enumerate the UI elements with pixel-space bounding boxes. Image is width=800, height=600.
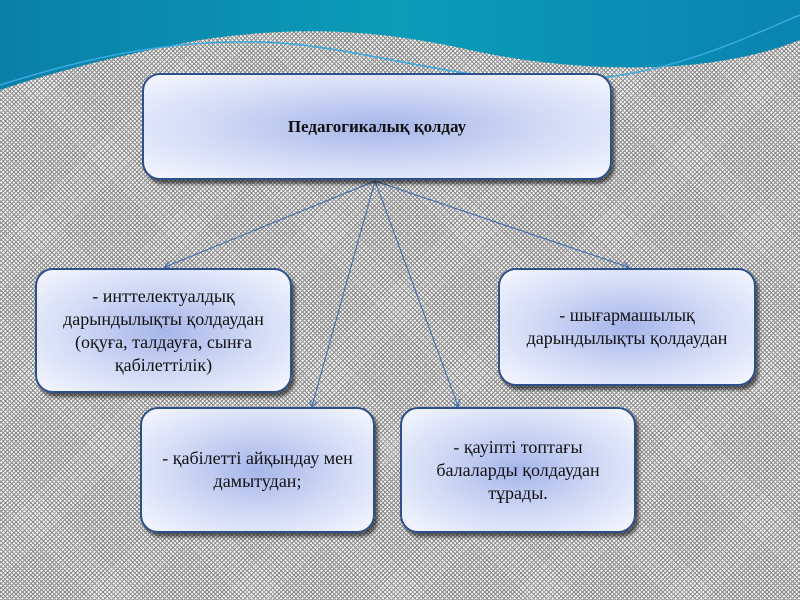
root-node: Педагогикалық қолдау (142, 73, 612, 180)
connector-line (374, 180, 458, 406)
child-node-risk-group: - қауіпті топтағы балаларды қолдаудан тұ… (400, 407, 636, 533)
child-node-ability: - қабілетті айқындау мен дамытудан; (140, 407, 375, 533)
node-label: - қауіпті топтағы балаларды қолдаудан тұ… (436, 436, 600, 503)
connector-line (165, 180, 376, 267)
node-label: - қабілетті айқындау мен дамытудан; (162, 448, 353, 491)
child-node-intellectual: - инттелектуалдық дарындылықты қолдаудан… (35, 268, 292, 393)
connector-line (312, 180, 376, 406)
root-label: Педагогикалық қолдау (287, 117, 467, 136)
header-wave (0, 0, 800, 90)
connector-line (374, 180, 628, 267)
child-node-creative: - шығармашылық дарындылықты қолдаудан (498, 268, 756, 386)
node-label: - инттелектуалдық дарындылықты қолдаудан… (63, 285, 264, 375)
node-label: - шығармашылық дарындылықты қолдаудан (526, 305, 728, 348)
